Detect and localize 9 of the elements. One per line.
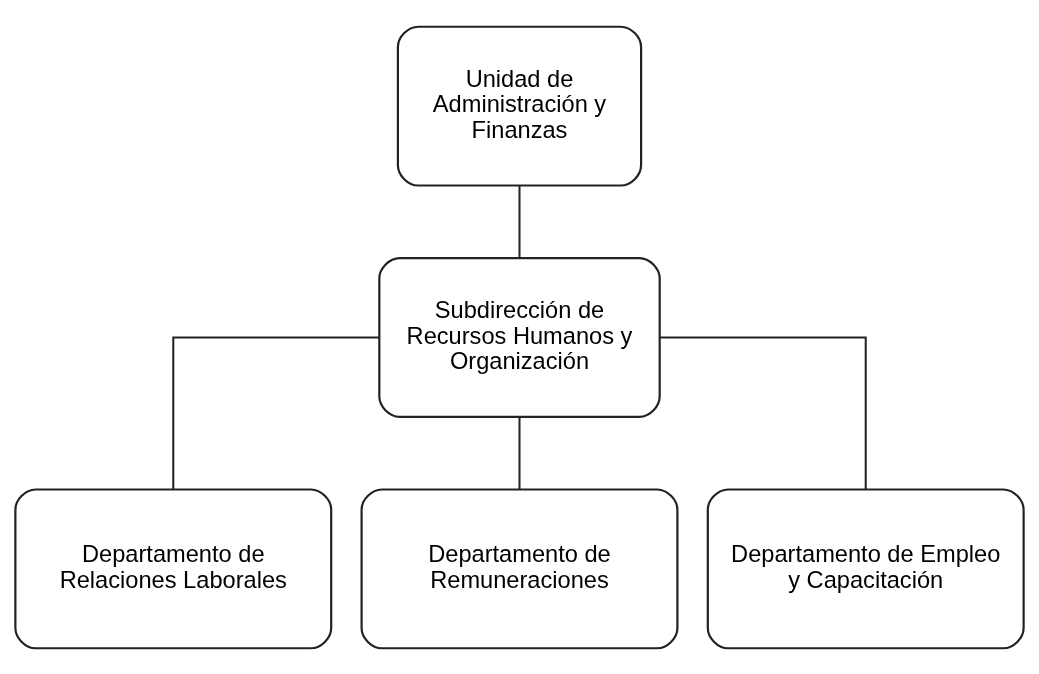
connector [518, 185, 521, 258]
connector [659, 336, 867, 489]
node-box: Unidad de Administración y Finanzas [396, 25, 643, 187]
node-box: Departamento de Relaciones Laborales [14, 487, 333, 649]
node-box: Departamento de Remuneraciones [360, 487, 679, 649]
node-box: Departamento de Empleo y Capacitación [706, 487, 1025, 649]
node-box: Subdirección de Recursos Humanos y Organización [378, 256, 661, 418]
connector [172, 336, 380, 489]
connector [518, 416, 521, 489]
